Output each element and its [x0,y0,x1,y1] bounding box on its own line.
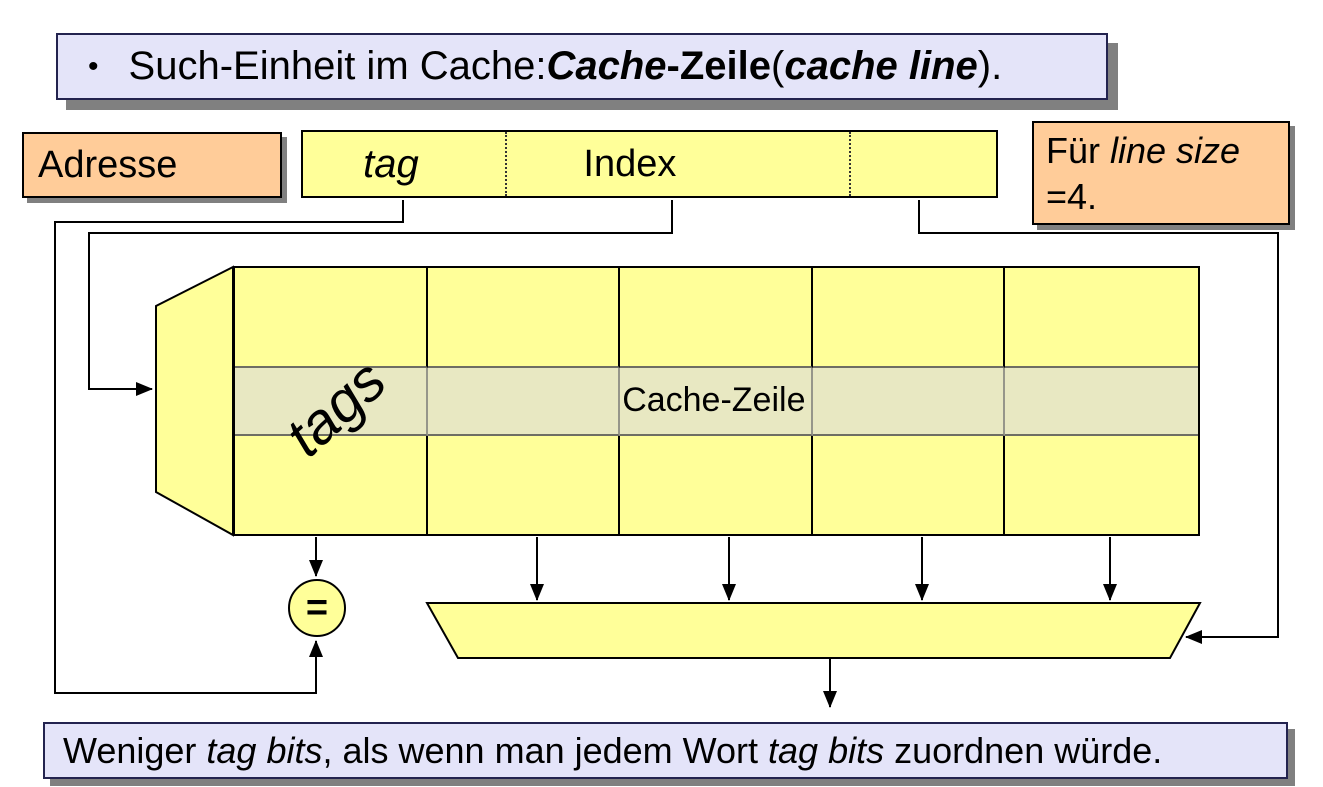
cache-cell [620,436,813,534]
adresse-label: Adresse [38,143,178,186]
comparator-symbol: = [305,586,329,629]
multiplexer-shape [425,602,1202,659]
comparator-circle [288,579,346,637]
cache-cell [427,268,621,368]
connector-offset-to-multiplexer [918,200,1279,644]
bottom-note-tagbits-2: tag bits [768,729,885,771]
bullet-icon: • [88,49,99,83]
address-field-index-section: Index [504,132,849,196]
line-size-note-line1: Für line size [1046,128,1288,174]
line-size-italic: line size [1110,130,1241,171]
cache-line-cell [235,368,428,436]
adresse-box: Adresse [22,132,282,198]
tag-label: tag [363,141,419,186]
bottom-note-text: Weniger [63,729,207,771]
address-field-offset-section [849,132,996,196]
cache-cell [620,268,813,368]
title-text-plain: Such-Einheit im Cache: [128,44,547,88]
cache-line-cell [427,368,621,436]
cache-cell [1005,268,1198,368]
line-size-note-line2: =4. [1046,176,1098,217]
cache-cell [812,436,1006,534]
bottom-note-tagbits-1: tag bits [206,729,323,771]
title-box: • Such-Einheit im Cache: Cache -Zeile ( … [56,33,1108,100]
address-field-tag-section: tag [303,132,505,196]
cache-line-cell [812,368,1006,436]
connector-index-to-tags [88,200,673,396]
tags-pentagon-shape [155,265,234,537]
cache-cell [427,436,621,534]
title-text-zeile: -Zeile [666,44,772,88]
cache-cell [235,268,428,368]
title-text-paren-close: ). [977,44,1003,88]
line-size-prefix: Für [1046,130,1111,171]
bottom-note-text: zuordnen würde. [884,729,1163,771]
cache-cell [1005,436,1198,534]
bottom-note-text: , als wenn man jedem Wort [322,729,769,771]
bottom-note-box: Weniger tag bits , als wenn man jedem Wo… [43,722,1288,779]
connector-tag-to-comparator [54,200,404,694]
cache-cell [812,268,1006,368]
title-text-paren-open: ( [771,44,785,88]
cache-line-cell: Cache-Zeile [620,368,813,436]
title-text-cache-line: cache line [784,44,978,88]
cache-line-cell [1005,368,1198,436]
address-field-box: tag Index [301,130,998,198]
line-size-note-box: Für line size =4. [1032,121,1290,225]
title-text-cache: Cache [546,44,667,88]
index-label: Index [583,142,677,185]
cache-table: Cache-Zeile [233,266,1200,536]
cache-cell [235,436,428,534]
cache-line-label: Cache-Zeile [622,381,806,419]
